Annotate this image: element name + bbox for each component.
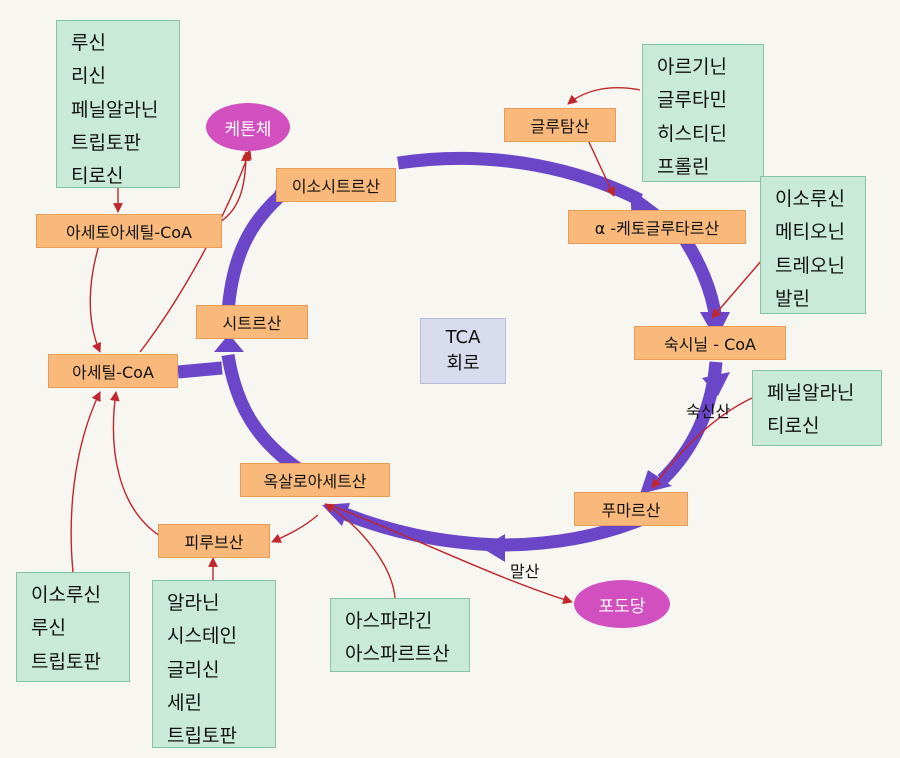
- amino-acid-item: 리신: [71, 65, 106, 88]
- glutamate-label: 글루탐산: [530, 117, 590, 136]
- amino-group-acetyl-bottom: 이소루신 루신 트립토판: [16, 572, 130, 682]
- amino-group-oxaloacetate-family: 아스파라긴 아스파르트산: [330, 598, 470, 672]
- amino-acid-item: 알라닌: [167, 592, 220, 614]
- glucose-node: 포도당: [574, 580, 670, 628]
- isocitrate-node: 이소시트르산: [276, 168, 396, 202]
- cycle-arc-oxaloacetate-to-citrate: [221, 353, 304, 476]
- cycle-arc-akg-to-succinylcoa: [674, 228, 723, 321]
- citrate-label: 시트르산: [222, 314, 282, 333]
- amino-acid-item: 이소루신: [31, 584, 101, 606]
- oxaloacetate-node: 옥살로아세트산: [240, 463, 390, 497]
- connector-aspfamily-to-oxaloacetate: [324, 503, 396, 599]
- amino-acid-item: 메티오닌: [775, 221, 845, 244]
- amino-acid-item: 시스테인: [167, 625, 237, 648]
- acetoacetyl-coa-node: 아세토아세틸-CoA: [36, 214, 222, 248]
- succinyl-coa-node: 숙시닐 - CoA: [634, 326, 786, 360]
- amino-group-ketogenic-top: 루신 리신 페닐알라닌 트립토판 티로신: [56, 20, 180, 188]
- amino-acid-item: 이소루신: [775, 188, 845, 210]
- acetyl-coa-node: 아세틸-CoA: [48, 354, 178, 388]
- connector-acetylcoa-to-ketone: [139, 149, 252, 353]
- tca-cycle-center-label: TCA 회로: [420, 318, 506, 384]
- amino-acid-item: 트립토판: [71, 131, 141, 154]
- amino-acid-item: 루신: [31, 617, 66, 640]
- connector-glutamate-to-akg: [587, 139, 615, 197]
- amino-acid-item: 페닐알라닌: [767, 382, 855, 404]
- ketone-bodies-node: 케톤체: [206, 103, 290, 151]
- succinyl-coa-label: 숙시닐 - CoA: [663, 335, 756, 354]
- amino-acid-item: 아르기닌: [657, 56, 727, 78]
- acetoacetyl-coa-label: 아세토아세틸-CoA: [66, 223, 192, 242]
- connector-succfamily-to-succinylcoa: [711, 259, 763, 319]
- isocitrate-label: 이소시트르산: [291, 177, 381, 196]
- amino-acid-item: 글루타민: [657, 89, 727, 112]
- amino-acid-item: 세린: [167, 691, 202, 714]
- connector-oxaloacetate-to-glucose: [329, 504, 573, 605]
- amino-acid-item: 루신: [71, 32, 106, 54]
- glutamate-node: 글루탐산: [504, 108, 616, 142]
- connector-bottomaminos-to-acetylcoa: [70, 391, 101, 573]
- amino-acid-item: 히스티딘: [657, 122, 727, 145]
- fumarate-label: 푸마르산: [601, 501, 661, 520]
- alpha-ketoglutarate-node: α -케토글루타르산: [568, 210, 746, 244]
- acetyl-coa-label: 아세틸-CoA: [72, 363, 154, 382]
- succinate-label: 숙신산: [686, 402, 731, 421]
- amino-acid-item: 발린: [775, 287, 810, 310]
- cycle-arc-malate-to-oxaloacetate: [337, 505, 501, 552]
- connector-acetoacetyl-to-acetylcoa: [89, 241, 101, 353]
- cycle-arc-isocitrate-to-akg: [397, 151, 643, 206]
- amino-group-pyruvate-family: 알라닌 시스테인 글리신 세린 트립토판: [152, 580, 276, 748]
- amino-acid-item: 아스파르트산: [345, 643, 450, 666]
- alpha-ketoglutarate-label: α -케토글루타르산: [594, 219, 720, 238]
- cycle-arrowhead-citrate: [214, 334, 244, 352]
- amino-acid-item: 프롤린: [657, 155, 710, 178]
- ketone-bodies-label: 케톤체: [224, 119, 272, 140]
- connector-oxaloacetate-to-pyruvate: [271, 514, 319, 543]
- oxaloacetate-label: 옥살로아세트산: [263, 472, 367, 491]
- connector-fumfamily-to-fumarate: [651, 397, 753, 489]
- cycle-arc-citrate-to-isocitrate: [221, 182, 294, 313]
- amino-acid-item: 아스파라긴: [345, 610, 433, 632]
- connector-glutfamily-to-glutamate: [567, 87, 641, 105]
- amino-acid-item: 티로신: [767, 415, 820, 438]
- cycle-arc-acetylcoa-input: [177, 361, 223, 379]
- amino-acid-item: 글리신: [167, 658, 220, 681]
- pyruvate-label: 피루브산: [184, 533, 244, 552]
- glucose-label: 포도당: [598, 596, 646, 617]
- amino-acid-item: 트립토판: [167, 725, 237, 747]
- cycle-arrowhead-malate: [482, 534, 505, 562]
- amino-acid-item: 티로신: [71, 165, 124, 187]
- citrate-node: 시트르산: [196, 305, 308, 339]
- pyruvate-node: 피루브산: [158, 524, 270, 558]
- amino-acid-item: 트레오닌: [775, 254, 845, 277]
- fumarate-node: 푸마르산: [574, 492, 688, 526]
- tca-label-line2: 회로: [446, 353, 480, 374]
- amino-group-glutamate-family: 아르기닌 글루타민 히스티딘 프롤린: [642, 44, 764, 182]
- amino-group-succinyl-family: 이소루신 메티오닌 트레오닌 발린: [760, 176, 866, 314]
- malate-label: 말산: [510, 562, 540, 581]
- cycle-arrowhead-oxaloacetate: [322, 503, 350, 526]
- amino-acid-item: 페닐알라닌: [71, 98, 159, 121]
- tca-label-line1: TCA: [445, 326, 481, 348]
- connector-pyruvate-to-acetylcoa: [109, 391, 161, 537]
- cycle-arrowhead-succinate: [702, 372, 730, 396]
- amino-group-fumarate-family: 페닐알라닌 티로신: [752, 370, 882, 446]
- amino-acid-item: 트립토판: [31, 650, 101, 673]
